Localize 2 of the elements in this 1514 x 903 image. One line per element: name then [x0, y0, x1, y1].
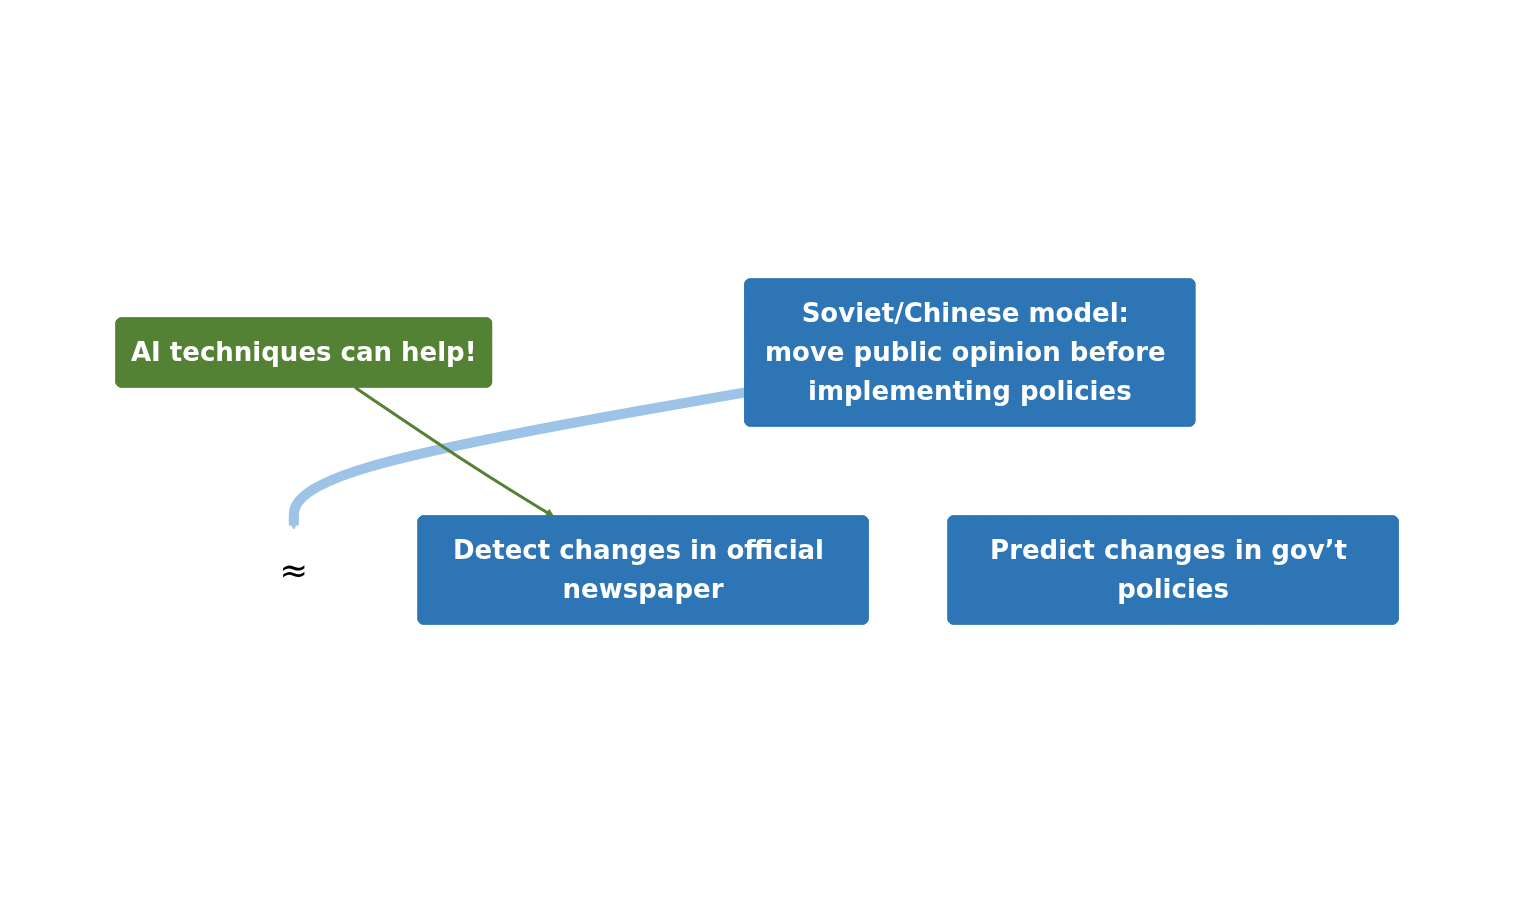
arrow [354, 386, 555, 517]
node-text: ≈ [279, 549, 309, 590]
